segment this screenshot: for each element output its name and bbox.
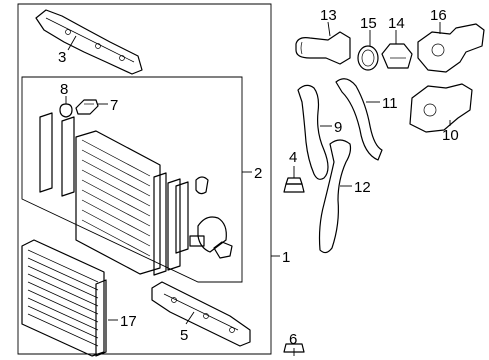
radiator-inlet-hose bbox=[335, 78, 383, 161]
callout-10: 10 bbox=[442, 127, 459, 144]
callout-6: 6 bbox=[289, 331, 297, 348]
callout-2: 2 bbox=[254, 165, 262, 182]
callout-17: 17 bbox=[120, 313, 137, 330]
lower-support-bracket bbox=[151, 281, 251, 347]
callout-13: 13 bbox=[320, 7, 337, 24]
upper-support-bracket bbox=[35, 9, 143, 75]
condenser bbox=[21, 239, 118, 357]
callout-12: 12 bbox=[354, 179, 371, 196]
callout-8: 8 bbox=[60, 81, 68, 98]
water-outlet-housing bbox=[417, 22, 485, 73]
grommet-6 bbox=[283, 343, 305, 356]
callout-11: 11 bbox=[382, 95, 398, 112]
radiator-core bbox=[39, 112, 233, 276]
grommet-4 bbox=[283, 166, 305, 193]
water-inlet-pipe bbox=[295, 21, 351, 65]
callout-7: 7 bbox=[110, 97, 118, 114]
drain-cock bbox=[75, 99, 108, 115]
gasket-ring bbox=[357, 30, 379, 71]
callout-5: 5 bbox=[180, 327, 188, 344]
callout-16: 16 bbox=[430, 7, 447, 24]
water-outlet-pipe bbox=[409, 83, 473, 133]
callout-9: 9 bbox=[334, 119, 342, 136]
callout-15: 15 bbox=[360, 15, 377, 32]
callout-3: 3 bbox=[58, 49, 66, 66]
radiator-subassembly-outline bbox=[21, 76, 243, 283]
callout-1: 1 bbox=[282, 249, 290, 266]
thermostat bbox=[381, 30, 413, 69]
callout-14: 14 bbox=[388, 15, 405, 32]
drain-plug bbox=[59, 96, 73, 118]
lower-radiator-hose bbox=[318, 139, 352, 254]
assembly-frame-outline bbox=[17, 3, 272, 355]
upper-radiator-hose bbox=[297, 84, 332, 180]
callout-4: 4 bbox=[289, 149, 297, 166]
